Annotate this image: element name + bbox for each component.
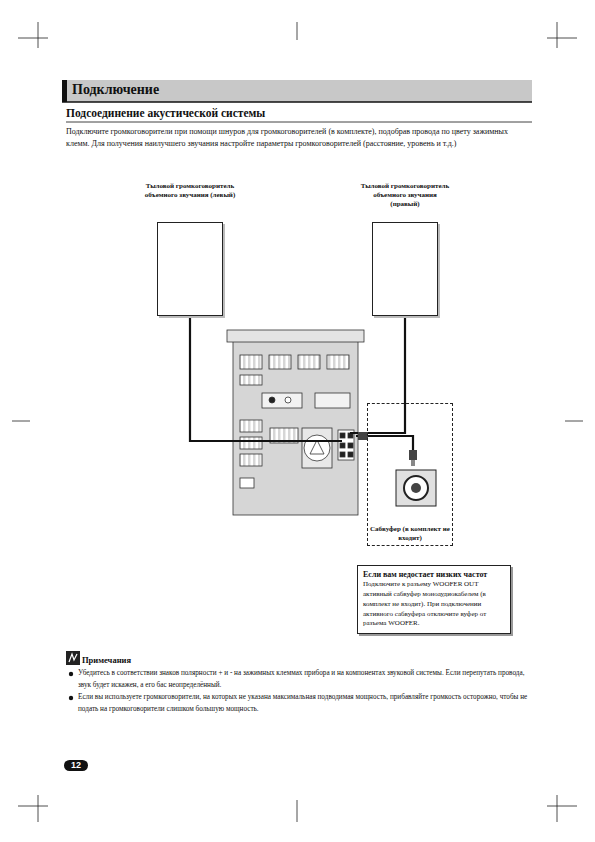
speaker-cabinet [372,222,438,316]
notes-heading: Примечания [82,655,282,665]
callout-body: Подключите к разъему WOOFER OUT активный… [363,580,505,629]
bullet [69,696,73,700]
page-number: 12 [64,760,88,771]
underline [66,122,532,123]
subwoofer-label: Сабвуфер (в комплект не входит) [368,525,452,543]
speaker-label: Тыловой громкоговоритель объемного звуча… [140,182,240,200]
speaker-label: Тыловой громкоговоритель объемного звуча… [355,182,455,209]
intro-paragraph: Подключите громкоговорители при помощи ш… [66,126,532,149]
notes-icon [66,651,80,665]
header-bar [62,80,532,102]
callout-box: Если вам недостает низких частотПодключи… [357,565,511,634]
speaker-left: Тыловой громкоговоритель объемного звуча… [140,182,240,316]
subwoofer-cable [356,432,417,466]
notes-icon [69,654,77,662]
note-item: Если вы используете громкоговорители, на… [78,692,528,715]
note-item: Убедитесь в соответствии знаков полярнос… [78,668,528,691]
section-title: Подключение [72,82,159,98]
main-unit [227,330,364,515]
speaker-cabinet [157,222,223,316]
crop-marks [12,22,583,822]
subwoofer-symbol [395,469,437,507]
speaker-wire [190,316,405,441]
callout-heading: Если вам недостает низких частот [363,569,505,580]
bullet [69,672,73,676]
subwoofer-box: Сабвуфер (в комплект не входит) [367,403,453,546]
speaker-right: Тыловой громкоговоритель объемного звуча… [355,182,455,316]
subheading: Подсоединение акустической системы [66,107,532,121]
